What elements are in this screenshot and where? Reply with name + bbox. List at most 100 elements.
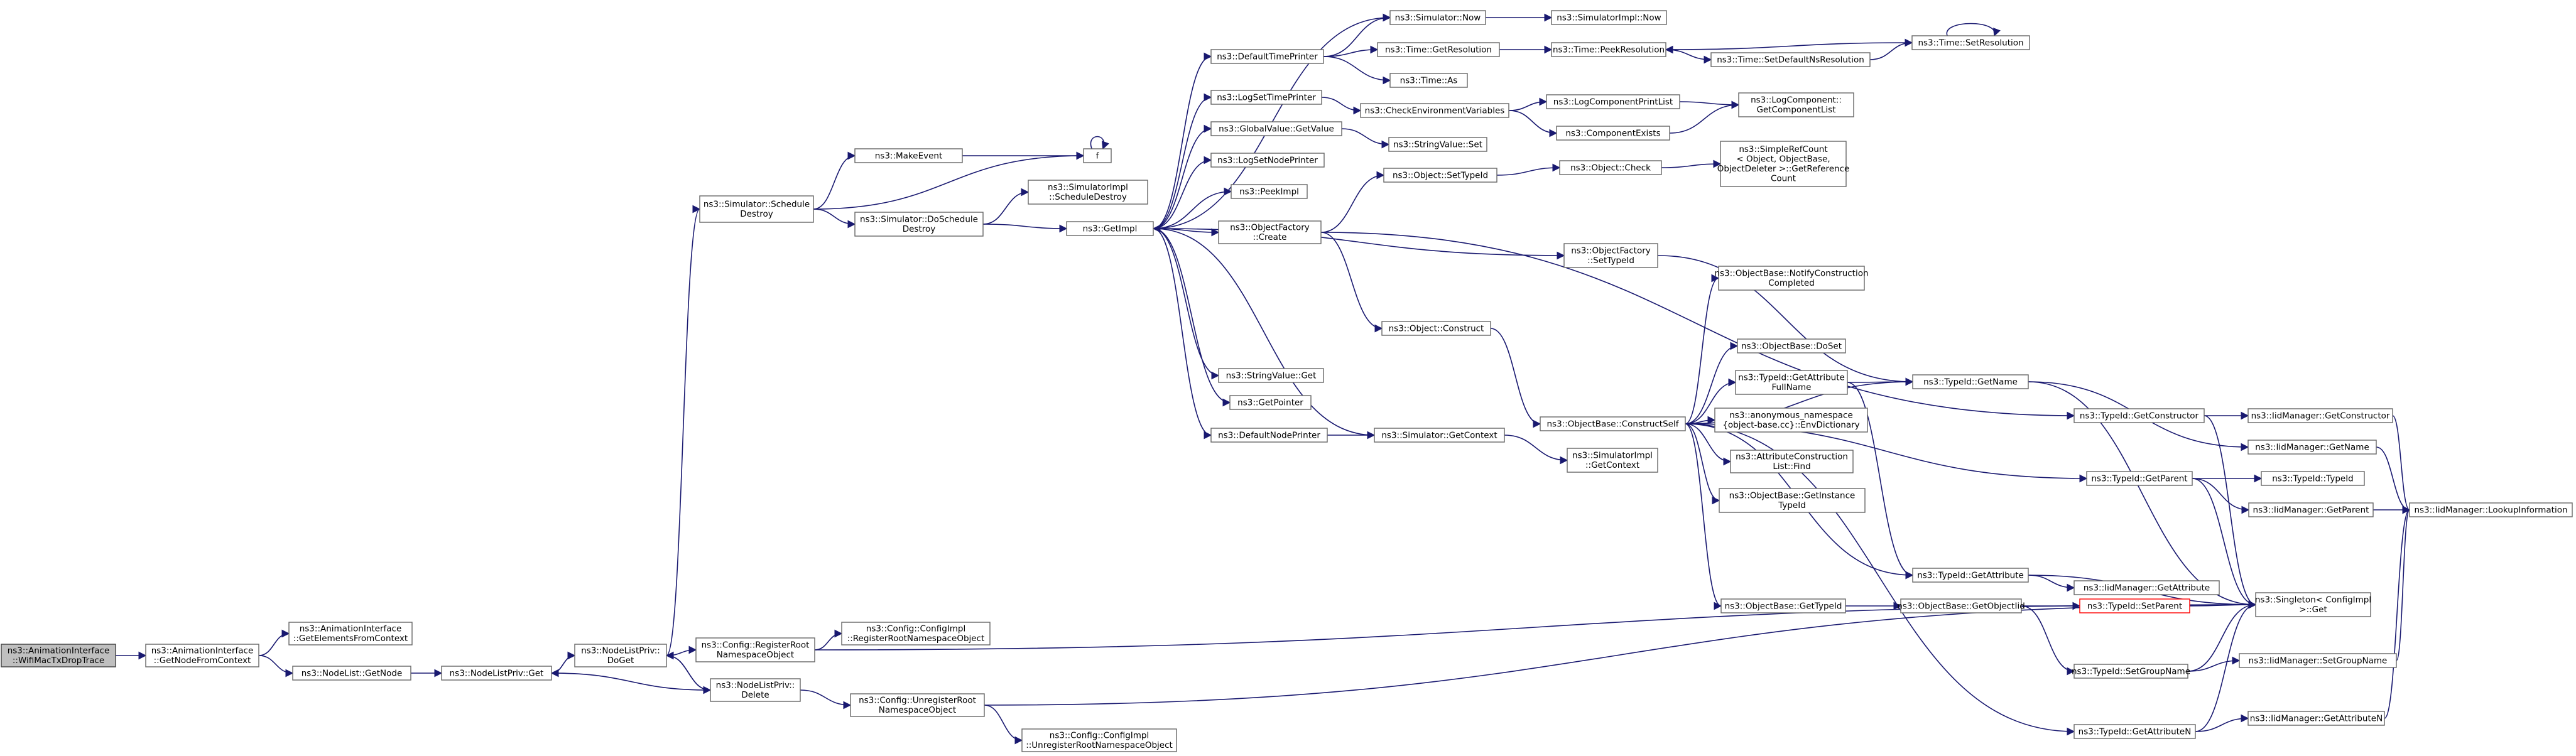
node-iid-get-constructor[interactable]: ns3::IidManager::GetConstructor [2247, 408, 2393, 423]
node-box [854, 212, 984, 237]
node-label: < Object, ObjectBase, [1736, 154, 1830, 165]
node-label: ns3::Time::As [1400, 75, 1458, 85]
node-label: ns3::NodeList::GetNode [302, 668, 403, 678]
node-label: ns3::IidManager::LookupInformation [2414, 505, 2567, 515]
node-impl-register-root-ns[interactable]: ns3::Config::ConfigImpl::RegisterRootNam… [841, 622, 991, 645]
node-object-factory-create[interactable]: ns3::ObjectFactory::Create [1218, 220, 1322, 244]
node-iid-get-attribute-n[interactable]: ns3::IidManager::GetAttributeN [2247, 711, 2385, 726]
node-object-factory-set-type-id[interactable]: ns3::ObjectFactory::SetTypeId [1563, 243, 1658, 268]
node-box [2248, 502, 2374, 517]
node-node-list-priv-do-get[interactable]: ns3::NodeListPriv::DoGet [574, 644, 667, 667]
node-get-elements-from-context[interactable]: ns3::AnimationInterface::GetElementsFrom… [288, 622, 413, 645]
node-node-list-priv-get[interactable]: ns3::NodeListPriv::Get [441, 666, 552, 681]
node-time-get-resolution[interactable]: ns3::Time::GetResolution [1377, 42, 1500, 57]
node-type-id-type-id[interactable]: ns3::TypeId::TypeId [2261, 471, 2365, 486]
node-object-set-type-id[interactable]: ns3::Object::SetTypeId [1383, 168, 1497, 183]
node-sim-impl-get-context[interactable]: ns3::SimulatorImpl::GetContext [1567, 448, 1658, 473]
node-sim-impl-now[interactable]: ns3::SimulatorImpl::Now [1551, 10, 1667, 25]
node-type-id-get-name[interactable]: ns3::TypeId::GetName [1912, 374, 2029, 389]
node-object-base-get-type-id[interactable]: ns3::ObjectBase::GetTypeId [1720, 598, 1846, 613]
node-box [1066, 221, 1154, 236]
node-iid-get-parent[interactable]: ns3::IidManager::GetParent [2248, 502, 2374, 517]
node-get-impl[interactable]: ns3::GetImpl [1066, 221, 1154, 236]
edge-default-time-printer-to-sim-now [1323, 13, 1391, 57]
node-make-event[interactable]: ns3::MakeEvent [854, 148, 963, 163]
node-global-value-get-value[interactable]: ns3::GlobalValue::GetValue [1210, 121, 1342, 136]
node-f[interactable]: f [1083, 148, 1112, 163]
node-log-component-get-list[interactable]: ns3::LogComponent::GetComponentList [1738, 92, 1854, 117]
node-root[interactable]: ns3::AnimationInterface::WifiMacTxDropTr… [1, 644, 116, 667]
node-box [292, 666, 411, 681]
edge-component-exists-to-log-component-get-list [1669, 100, 1740, 134]
node-unregister-root-ns[interactable]: ns3::Config::UnregisterRootNamespaceObje… [850, 693, 985, 717]
node-label: NamespaceObject [717, 650, 794, 660]
node-node-list-priv-delete[interactable]: ns3::NodeListPriv::Delete [710, 678, 801, 702]
node-env-dictionary[interactable]: ns3::anonymous_namespace{object-base.cc}… [1714, 408, 1868, 433]
node-time-set-resolution[interactable]: ns3::Time::SetResolution [1911, 35, 2030, 50]
node-component-exists[interactable]: ns3::ComponentExists [1556, 126, 1670, 141]
edge-type-id-get-attribute-full-name-to-type-id-get-attribute [1847, 382, 1914, 580]
node-iid-set-group-name[interactable]: ns3::IidManager::SetGroupName [2239, 653, 2397, 668]
node-node-list-get-node[interactable]: ns3::NodeList::GetNode [292, 666, 411, 681]
node-object-check[interactable]: ns3::Object::Check [1559, 160, 1662, 175]
edge-iid-set-group-name-to-iid-lookup-information [2396, 505, 2411, 661]
node-iid-lookup-information[interactable]: ns3::IidManager::LookupInformation [2409, 502, 2573, 517]
node-object-base-do-set[interactable]: ns3::ObjectBase::DoSet [1737, 338, 1846, 354]
node-default-time-printer[interactable]: ns3::DefaultTimePrinter [1210, 49, 1324, 64]
node-peek-impl[interactable]: ns3::PeekImpl [1231, 184, 1308, 199]
node-time-as[interactable]: ns3::Time::As [1389, 73, 1468, 88]
node-type-id-get-attribute[interactable]: ns3::TypeId::GetAttribute [1912, 568, 2029, 583]
node-time-peek-resolution[interactable]: ns3::Time::PeekResolution [1551, 42, 1666, 57]
node-time-set-default-ns[interactable]: ns3::Time::SetDefaultNsResolution [1710, 52, 1871, 67]
node-log-component-print-list[interactable]: ns3::LogComponentPrintList [1546, 94, 1680, 109]
node-simple-ref-count[interactable]: ns3::SimpleRefCount< Object, ObjectBase,… [1717, 141, 1850, 187]
node-iid-get-attribute[interactable]: ns3::IidManager::GetAttribute [2073, 580, 2220, 595]
node-check-env-vars[interactable]: ns3::CheckEnvironmentVariables [1360, 103, 1509, 118]
node-get-object-iid[interactable]: ns3::ObjectBase::GetObjectIid [1897, 598, 2025, 613]
node-register-root-ns[interactable]: ns3::Config::RegisterRootNamespaceObject [695, 637, 815, 662]
node-schedule-destroy[interactable]: ns3::Simulator::ScheduleDestroy [699, 195, 814, 223]
node-label: ns3::Config::UnregisterRoot [859, 696, 976, 706]
node-type-id-get-attribute-n[interactable]: ns3::TypeId::GetAttributeN [2073, 724, 2196, 739]
node-sim-get-context[interactable]: ns3::Simulator::GetContext [1374, 428, 1505, 443]
node-log-set-time-printer[interactable]: ns3::LogSetTimePrinter [1210, 90, 1322, 105]
node-type-id-set-group-name[interactable]: ns3::TypeId::SetGroupName [2072, 664, 2190, 679]
node-label: ::UnregisterRootNamespaceObject [1026, 740, 1173, 750]
edge-get-impl-to-log-set-time-printer [1153, 93, 1212, 229]
node-singleton-get[interactable]: ns3::Singleton< ConfigImpl >::Get [2255, 592, 2371, 617]
node-box [1210, 153, 1325, 168]
node-construct-self[interactable]: ns3::ObjectBase::ConstructSelf [1540, 416, 1686, 431]
node-type-id-get-parent[interactable]: ns3::TypeId::GetParent [2086, 471, 2193, 486]
node-label: ns3::IidManager::GetAttributeN [2250, 713, 2383, 723]
node-iid-get-name[interactable]: ns3::IidManager::GetName [2247, 440, 2377, 455]
node-log-set-node-printer[interactable]: ns3::LogSetNodePrinter [1210, 153, 1325, 168]
node-string-value-set[interactable]: ns3::StringValue::Set [1388, 137, 1487, 152]
edge-time-peek-resolution-to-time-set-default-ns [1665, 49, 1712, 64]
node-label: ns3::AnimationInterface [8, 646, 110, 656]
edge-iid-get-constructor-to-iid-lookup-information [2392, 415, 2411, 514]
node-object-construct[interactable]: ns3::Object::Construct [1381, 321, 1491, 336]
node-get-pointer[interactable]: ns3::GetPointer [1229, 395, 1312, 410]
node-sim-now[interactable]: ns3::Simulator::Now [1389, 10, 1486, 25]
node-box [441, 666, 552, 681]
node-box [1028, 180, 1148, 205]
node-default-node-printer[interactable]: ns3::DefaultNodePrinter [1210, 428, 1328, 443]
node-get-node-from-context[interactable]: ns3::AnimationInterface::GetNodeFromCont… [145, 644, 259, 667]
node-impl-unregister-root-ns[interactable]: ns3::Config::ConfigImpl::UnregisterRootN… [1021, 728, 1177, 752]
node-type-id-set-parent[interactable]: ns3::TypeId::SetParent [2079, 598, 2190, 613]
node-box [710, 678, 801, 702]
edge-log-set-time-printer-to-check-env-vars [1321, 97, 1362, 115]
node-type-id-get-constructor[interactable]: ns3::TypeId::GetConstructor [2073, 408, 2205, 423]
node-box [1546, 94, 1680, 109]
node-label: >::Get [2299, 605, 2327, 615]
node-impl-schedule-destroy[interactable]: ns3::SimulatorImpl::ScheduleDestroy [1028, 180, 1148, 205]
edge-node-list-priv-do-get-to-schedule-destroy [666, 205, 701, 656]
node-box [1718, 266, 1865, 291]
node-string-value-get[interactable]: ns3::StringValue::Get [1218, 368, 1324, 383]
node-notify-construction-completed[interactable]: ns3::ObjectBase::NotifyConstructionCompl… [1714, 266, 1869, 291]
edge-type-id-get-attribute-n-to-iid-get-attribute-n [2195, 714, 2249, 732]
